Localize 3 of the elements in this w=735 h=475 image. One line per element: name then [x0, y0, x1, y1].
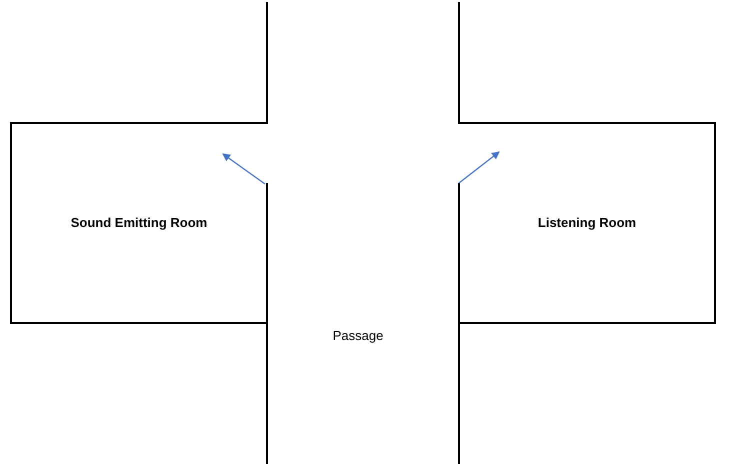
room-label: Listening Room	[538, 214, 636, 232]
area-label: Passage	[332, 327, 384, 345]
room-label: Sound Emitting Room	[70, 214, 208, 232]
